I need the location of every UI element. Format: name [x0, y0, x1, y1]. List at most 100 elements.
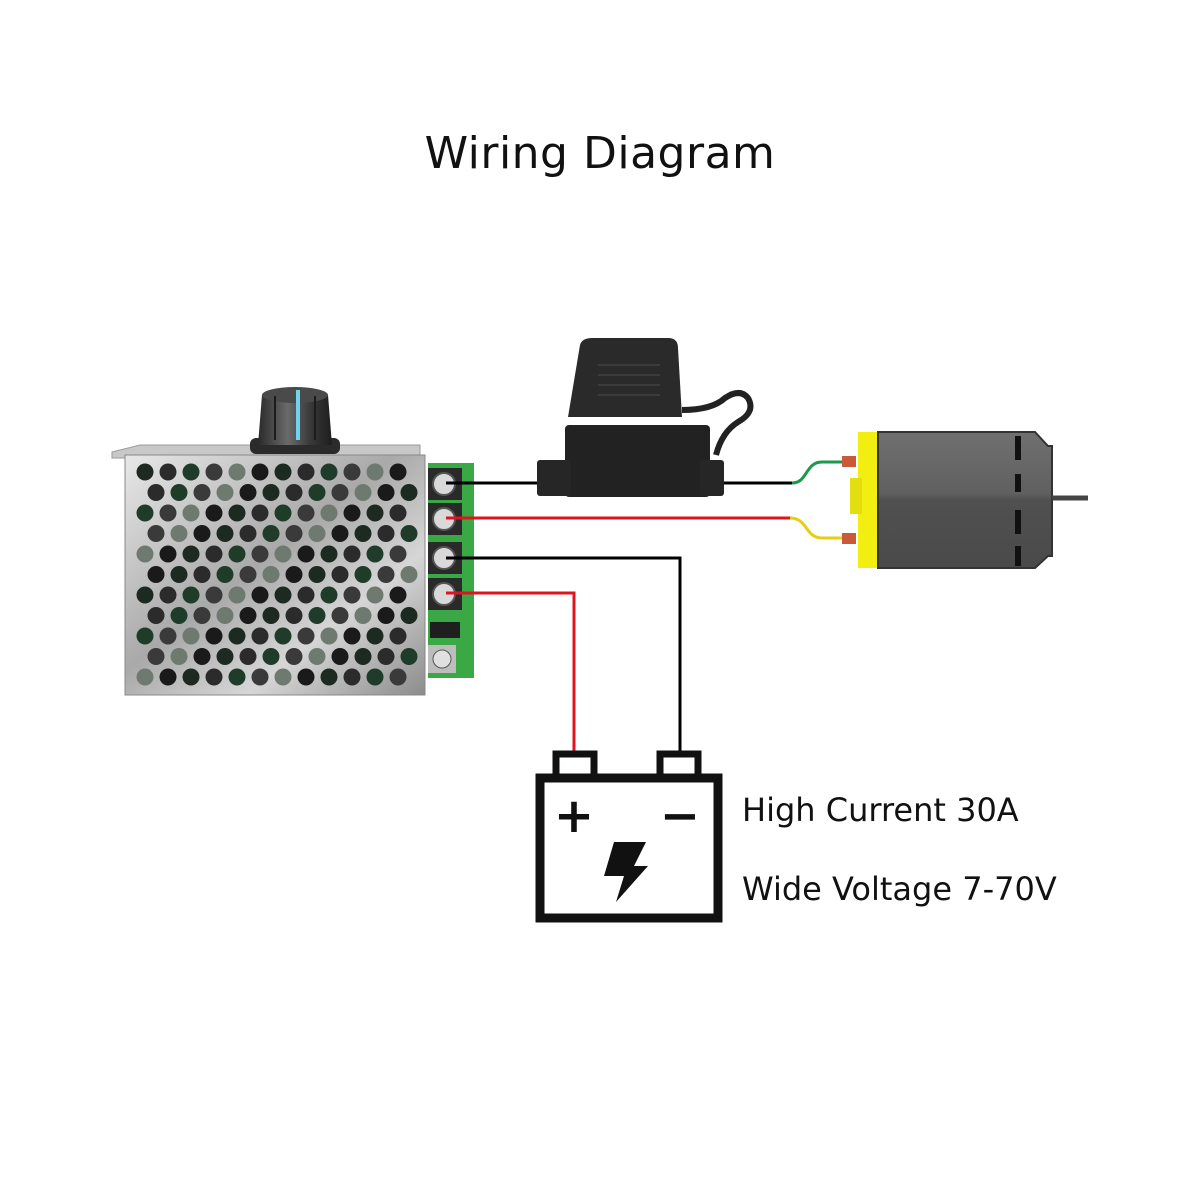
vent-hole [400, 566, 418, 583]
vent-hole [389, 504, 407, 522]
vent-hole [147, 525, 165, 542]
motor-terminal-top [842, 456, 856, 467]
battery-positive-label: + [554, 788, 594, 844]
vent-hole [262, 525, 280, 542]
wire-motor-green [791, 460, 842, 485]
vent-hole [147, 566, 165, 583]
vent-hole [400, 525, 418, 542]
vent-hole [377, 607, 395, 624]
terminal-block [428, 463, 474, 678]
vent-hole [239, 566, 257, 583]
vent-hole [170, 566, 188, 583]
vent-hole [193, 566, 211, 583]
wire-terminal4-to-battery-positive [446, 591, 576, 752]
vent-hole [147, 648, 165, 665]
vent-hole [366, 627, 384, 645]
vent-hole [182, 586, 200, 604]
vent-hole [228, 504, 246, 522]
vent-hole [285, 566, 303, 583]
vent-hole [366, 586, 384, 604]
vent-hole [297, 668, 315, 686]
spec-voltage: Wide Voltage 7-70V [742, 870, 1057, 908]
vent-hole [331, 525, 349, 542]
vent-hole [297, 545, 315, 563]
vent-hole [320, 586, 338, 604]
vent-hole [251, 504, 269, 522]
vent-hole [182, 463, 200, 481]
vent-hole [274, 504, 292, 522]
vent-hole [331, 607, 349, 624]
vent-hole [343, 545, 361, 563]
vent-hole [251, 463, 269, 481]
vent-hole [193, 648, 211, 665]
vent-hole [239, 607, 257, 624]
vent-hole [366, 668, 384, 686]
vent-hole [331, 648, 349, 665]
vent-hole [262, 484, 280, 501]
vent-hole [239, 525, 257, 542]
vent-hole [205, 627, 223, 645]
page-title: Wiring Diagram [424, 128, 776, 179]
vent-hole [239, 484, 257, 501]
vent-hole [182, 668, 200, 686]
vent-hole [205, 463, 223, 481]
vent-hole [170, 484, 188, 501]
vent-hole [308, 484, 326, 501]
vent-hole [343, 463, 361, 481]
vent-hole [354, 648, 372, 665]
vent-hole [170, 607, 188, 624]
vent-hole [320, 545, 338, 563]
wires [446, 460, 842, 752]
vent-hole [400, 648, 418, 665]
vent-hole [274, 627, 292, 645]
vent-hole [251, 586, 269, 604]
vent-hole [216, 566, 234, 583]
lightning-bolt-icon [604, 842, 648, 902]
vent-hole [400, 484, 418, 501]
vent-hole [193, 525, 211, 542]
vent-hole [228, 545, 246, 563]
vent-hole [343, 504, 361, 522]
vent-hole [205, 668, 223, 686]
vent-hole [366, 504, 384, 522]
vent-hole [216, 525, 234, 542]
vent-hole [228, 668, 246, 686]
speed-controller [111, 387, 474, 696]
vent-hole [331, 566, 349, 583]
vent-hole [377, 525, 395, 542]
vent-hole [170, 525, 188, 542]
vent-hole [274, 463, 292, 481]
vent-hole [159, 463, 177, 481]
vent-hole [136, 586, 154, 604]
vent-hole [297, 627, 315, 645]
vent-hole [228, 463, 246, 481]
motor-end-cap [858, 432, 878, 568]
vent-hole [182, 545, 200, 563]
vent-hole [285, 648, 303, 665]
vent-hole [251, 627, 269, 645]
vent-hole [193, 484, 211, 501]
vent-hole [205, 586, 223, 604]
vent-hole [320, 627, 338, 645]
vent-hole [389, 545, 407, 563]
vent-hole [377, 484, 395, 501]
vent-hole [389, 463, 407, 481]
ventilation-holes [136, 463, 418, 686]
vent-hole [320, 668, 338, 686]
vent-hole [297, 586, 315, 604]
vent-hole [274, 545, 292, 563]
dc-motor [842, 431, 1088, 569]
vent-hole [377, 566, 395, 583]
vent-hole [136, 545, 154, 563]
vent-hole [182, 627, 200, 645]
vent-hole [343, 668, 361, 686]
vent-hole [205, 504, 223, 522]
speed-knob[interactable] [250, 387, 340, 454]
vent-hole [193, 607, 211, 624]
vent-hole [320, 463, 338, 481]
vent-hole [182, 504, 200, 522]
vent-hole [389, 627, 407, 645]
vent-hole [136, 504, 154, 522]
vent-hole [251, 545, 269, 563]
battery-negative-label: − [660, 788, 700, 844]
